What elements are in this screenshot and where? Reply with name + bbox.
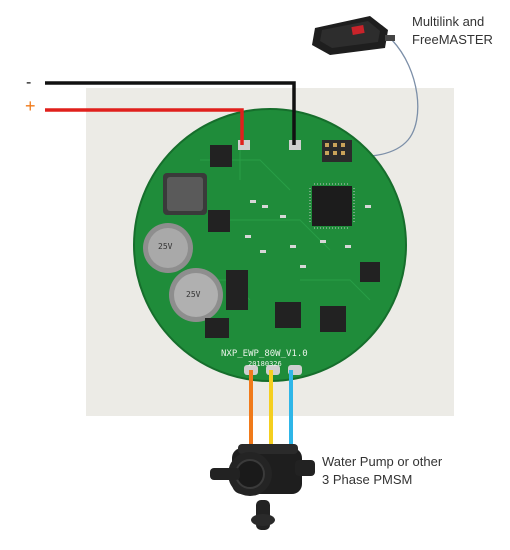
board-date-code: 20180326	[248, 360, 282, 368]
mosfet-6	[205, 318, 229, 338]
pump-label-line2: 3 Phase PMSM	[322, 472, 413, 487]
mosfet-4	[275, 302, 301, 328]
mosfet-5	[320, 306, 346, 332]
mosfet-7	[360, 262, 380, 282]
negative-wire	[45, 81, 296, 145]
plus-label: +	[25, 96, 36, 116]
mosfet-1	[210, 145, 232, 167]
multilink-probe	[312, 16, 395, 55]
board-silkscreen: NXP_EWP_80W_V1.0	[221, 349, 308, 359]
water-pump	[210, 444, 315, 530]
capacitor-2-marking: 25V	[186, 290, 201, 299]
minus-label: -	[26, 74, 32, 91]
mosfet-3	[226, 270, 248, 310]
debugger-label-line1: Multilink and	[412, 14, 485, 29]
mcu-chip	[312, 186, 352, 226]
debugger-label-line2: FreeMASTER	[412, 32, 493, 47]
mosfet-2	[208, 210, 230, 232]
positive-wire	[45, 108, 244, 145]
capacitor-1-marking: 25V	[158, 242, 173, 251]
pump-label-line1: Water Pump or other	[322, 454, 443, 469]
